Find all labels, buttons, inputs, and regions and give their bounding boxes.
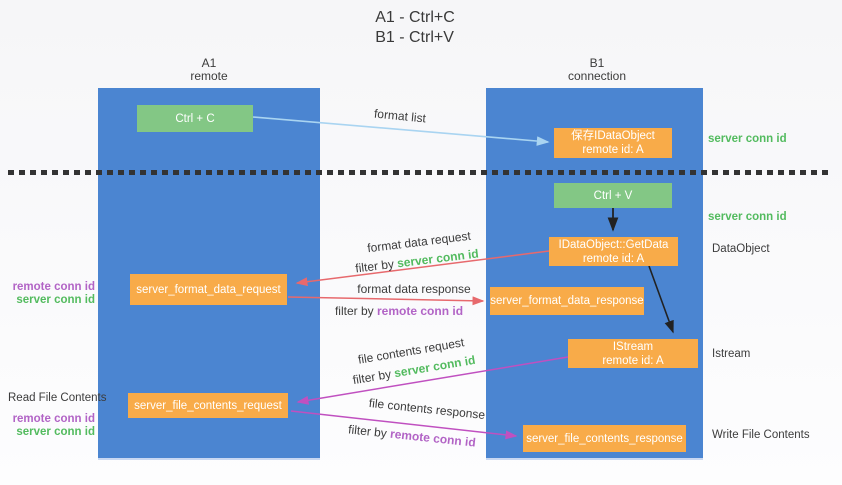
istream-line2: remote id: A xyxy=(602,354,664,367)
read-file-contents-label: Read File Contents xyxy=(8,392,107,404)
edge-label-filter-by-remote-conn-id-1: filter by remote conn id xyxy=(335,304,463,318)
server-file-contents-response-label: server_file_contents_response xyxy=(526,432,683,445)
filter-by-text: filter by xyxy=(334,304,374,318)
title-line-1: A1 - Ctrl+C xyxy=(375,9,455,26)
save-idataobject-line1: 保存IDataObject xyxy=(571,130,655,142)
edge-label-format-data-response: format data response xyxy=(357,282,471,296)
edge-label-format-list: format list xyxy=(373,106,427,126)
node-idataobject-getdata: IDataObject::GetData remote id: A xyxy=(549,237,678,266)
getdata-line1: IDataObject::GetData xyxy=(558,238,669,251)
node-server-format-data-request: server_format_data_request xyxy=(130,274,287,305)
remote-conn-id-text: remote conn id xyxy=(377,304,464,318)
node-server-format-data-response: server_format_data_response xyxy=(490,287,644,315)
session-divider-dotted-line xyxy=(8,170,830,175)
node-save-idataobject: 保存IDataObject remote id: A xyxy=(554,128,672,158)
node-ctrl-c: Ctrl + C xyxy=(137,105,253,132)
node-server-file-contents-request: server_file_contents_request xyxy=(128,393,288,418)
filter-by-text: filter by xyxy=(351,366,393,388)
filter-by-text: filter by xyxy=(347,422,388,441)
side-label-server-conn-id-1: server conn id xyxy=(708,133,787,145)
remote-conn-id-label: remote conn id xyxy=(12,413,95,425)
edge-label-filter-by-remote-conn-id-2: filter by remote conn id xyxy=(348,422,477,449)
conn-id-pair-1: remote conn id server conn id xyxy=(8,281,95,307)
lane-b1-name: B1 xyxy=(589,56,605,70)
edge-label-file-contents-response: file contents response xyxy=(368,395,486,423)
filter-by-text: filter by xyxy=(354,256,395,276)
lane-a1-name: A1 xyxy=(201,56,217,70)
save-idataobject-line2: remote id: A xyxy=(582,144,644,156)
diagram-title: A1 - Ctrl+C B1 - Ctrl+V xyxy=(375,8,455,48)
node-ctrl-v: Ctrl + V xyxy=(554,183,672,208)
ctrl-c-label: Ctrl + C xyxy=(175,112,215,125)
lane-a1-sub: remote xyxy=(190,69,228,83)
istream-line1: IStream xyxy=(612,340,654,353)
conn-id-pair-2: remote conn id server conn id xyxy=(8,413,95,439)
remote-conn-id-label: remote conn id xyxy=(12,281,95,293)
lane-header-b1: B1 connection xyxy=(568,57,626,83)
side-label-istream: Istream xyxy=(712,348,751,360)
lane-header-a1: A1 remote xyxy=(190,57,227,83)
side-label-server-conn-id-2: server conn id xyxy=(708,211,787,223)
side-label-dataobject: DataObject xyxy=(712,243,770,255)
server-file-contents-request-label: server_file_contents_request xyxy=(134,399,282,412)
server-conn-id-label: server conn id xyxy=(16,294,95,306)
server-format-data-response-label: server_format_data_response xyxy=(490,295,644,307)
ctrl-v-label: Ctrl + V xyxy=(593,189,633,202)
server-format-data-request-label: server_format_data_request xyxy=(136,283,281,296)
remote-conn-id-text: remote conn id xyxy=(389,426,477,450)
getdata-line2: remote id: A xyxy=(582,252,645,265)
node-istream: IStream remote id: A xyxy=(568,339,698,368)
node-server-file-contents-response: server_file_contents_response xyxy=(523,425,686,452)
lane-b1-sub: connection xyxy=(567,69,627,83)
server-conn-id-label: server conn id xyxy=(16,426,95,438)
title-line-2: B1 - Ctrl+V xyxy=(375,29,454,46)
side-label-write-file-contents: Write File Contents xyxy=(712,429,810,441)
